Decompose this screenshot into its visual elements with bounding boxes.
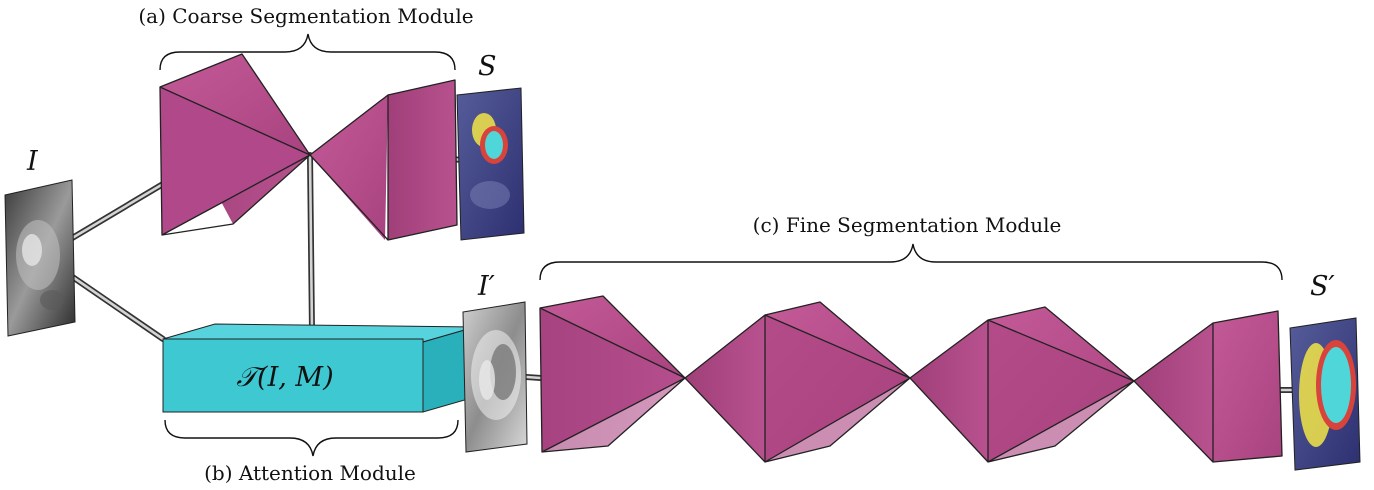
coarse-module-label: (a) Coarse Segmentation Module <box>138 4 473 28</box>
coarse-segmentation-network <box>159 53 458 241</box>
fine-segmentation-network <box>539 295 1283 463</box>
fine-brace <box>539 243 1283 281</box>
coarse-output-segmentation <box>456 87 525 241</box>
coarse-brace <box>159 33 456 71</box>
input-symbol: I <box>26 146 39 177</box>
input-mri-image <box>4 179 76 337</box>
fine-output-symbol: S′ <box>1310 271 1335 302</box>
attention-module-label: (b) Attention Module <box>204 461 416 485</box>
attention-brace <box>164 419 459 457</box>
attention-transform-box <box>162 323 476 413</box>
cropped-input-symbol: I′ <box>477 271 495 302</box>
cropped-input-mri-image <box>462 301 528 453</box>
transform-formula: 𝒯(I, M) <box>236 362 333 393</box>
fine-output-segmentation <box>1289 317 1361 471</box>
fine-module-label: (c) Fine Segmentation Module <box>753 213 1062 237</box>
coarse-output-symbol: S <box>478 51 497 82</box>
